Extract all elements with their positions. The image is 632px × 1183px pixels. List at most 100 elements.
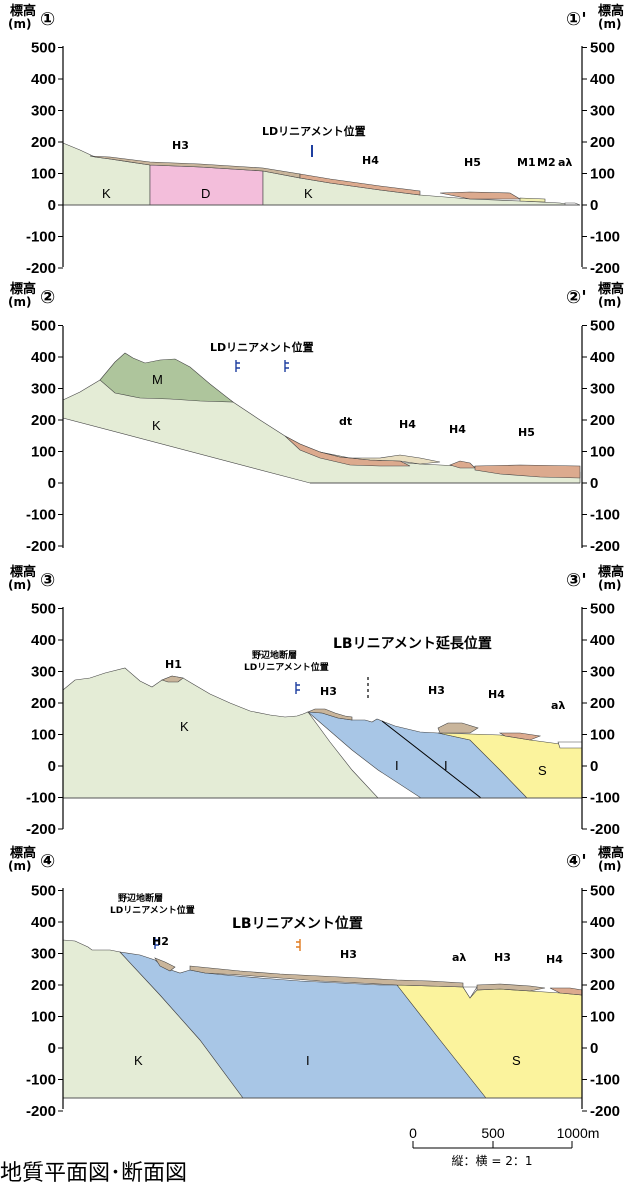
left-axis-tick-label: 300: [31, 664, 56, 681]
terrace-H4-deposit: [449, 460, 476, 469]
left-axis-tick-label: 500: [31, 318, 56, 335]
right-axis-title: 標高: [598, 845, 624, 861]
left-axis-tick-label: 400: [31, 71, 56, 88]
unit-I-label: I: [444, 758, 448, 773]
left-axis-tick-label: -200: [26, 821, 56, 838]
left-axis-tick-label: 400: [31, 349, 56, 366]
lineament-LB-marker: [296, 939, 301, 951]
label-H2: H2: [152, 935, 169, 948]
right-axis-tick-label: -100: [590, 229, 620, 246]
right-axis-tick-label: 100: [590, 727, 615, 744]
right-axis-tick-label: 300: [590, 946, 615, 963]
unit-M-polygon: [99, 352, 234, 403]
label-H4: H4: [546, 953, 563, 966]
unit-S-label: S: [512, 1053, 521, 1068]
right-axis-tick-label: -200: [590, 1103, 620, 1120]
label-al: aλ: [452, 951, 466, 964]
section-3-fault-label: 野辺地断層: [252, 649, 297, 661]
terrace-H5-deposit: [439, 191, 522, 200]
right-axis-tick-label: 0: [590, 475, 598, 492]
lineament-LD-marker: [235, 360, 289, 372]
section-end-label: ①': [566, 9, 587, 30]
left-axis-title: 標高: [10, 564, 36, 580]
label-H1: H1: [165, 658, 182, 671]
left-axis-title: 標高: [10, 845, 36, 861]
scale-tick-label: 1000m: [557, 1125, 600, 1141]
right-axis-tick-label: 400: [590, 71, 615, 88]
unit-M-label: M: [152, 372, 163, 387]
unit-K-polygon: [62, 667, 421, 799]
unit-K-label: K: [180, 719, 189, 734]
left-axis-tick-label: 300: [31, 381, 56, 398]
section-end-label: ③': [566, 570, 587, 591]
left-axis-tick-label: 100: [31, 1009, 56, 1026]
right-axis-tick-label: -200: [590, 821, 620, 838]
left-axis-unit: (m): [8, 859, 31, 873]
section-end-label: ④': [566, 851, 587, 872]
scale-ratio-label: 縦：横 = 2：1: [452, 1154, 533, 1168]
right-axis-tick-label: 0: [590, 758, 598, 775]
label-dt: dt: [339, 415, 352, 428]
terrace-M-deposit: [519, 197, 546, 203]
left-axis-tick-label: 0: [48, 1040, 56, 1057]
right-axis-tick-label: 500: [590, 40, 615, 57]
unit-I-label: I: [395, 758, 399, 773]
elevation-axes: 500 500 400 400 300 300 200 200 100 100 0 0 -100 -100…: [8, 3, 624, 1120]
section-2-lineament-label: LDリニアメント位置: [210, 340, 314, 354]
scale-bar: 0 500 1000m 縦：横 = 2：1: [409, 1125, 599, 1168]
lineament-LD-marker: [154, 937, 159, 949]
label-al: aλ: [551, 699, 565, 712]
unit-K-label: K: [134, 1053, 143, 1068]
left-axis-tick-label: 500: [31, 40, 56, 57]
alluvium-deposit: [557, 741, 583, 749]
label-H5: H5: [464, 156, 481, 169]
label-H3: H3: [494, 951, 511, 964]
alluvium-deposit: [462, 986, 478, 999]
right-axis-tick-label: 300: [590, 103, 615, 120]
label-M2: M2: [537, 156, 556, 169]
label-H4: H4: [399, 418, 416, 431]
right-axis-tick-label: 400: [590, 632, 615, 649]
label-H5: H5: [518, 426, 535, 439]
right-axis-title: 標高: [598, 281, 624, 297]
label-H3: H3: [340, 948, 357, 961]
section-4-lineament-label: LDリニアメント位置: [110, 904, 195, 916]
left-axis-tick-label: 200: [31, 412, 56, 429]
section-end-label: ②': [566, 287, 587, 308]
left-axis-tick-label: 200: [31, 977, 56, 994]
section-1-geology: [62, 142, 581, 206]
left-axis-tick-label: -200: [26, 538, 56, 555]
right-axis-unit: (m): [598, 295, 621, 309]
left-axis-tick-label: -100: [26, 790, 56, 807]
right-axis-tick-label: 500: [590, 601, 615, 618]
right-axis-tick-label: 200: [590, 412, 615, 429]
section-1: LDリニアメント位置 H3 H4 H5 M1 M2 aλ K D K: [62, 124, 581, 206]
left-axis-tick-label: 200: [31, 134, 56, 151]
left-axis-tick-label: -100: [26, 1072, 56, 1089]
section-1-lineament-label: LDリニアメント位置: [262, 124, 366, 138]
right-axis-tick-label: 500: [590, 883, 615, 900]
terrace-H4-deposit: [319, 451, 441, 465]
label-M1: M1: [517, 156, 536, 169]
right-axis-tick-label: -100: [590, 507, 620, 524]
left-axis-tick-label: 500: [31, 883, 56, 900]
left-axis-tick-label: 0: [48, 758, 56, 775]
right-axis-tick-label: -200: [590, 260, 620, 277]
label-al: aλ: [558, 156, 572, 169]
terrace-H1-deposit: [161, 675, 184, 683]
terrace-H4-deposit: [498, 732, 542, 741]
right-axis-tick-label: 200: [590, 695, 615, 712]
left-axis-tick-label: -100: [26, 507, 56, 524]
figure-caption: 地質平面図･断面図: [0, 1161, 187, 1183]
fault-line: [381, 720, 482, 799]
unit-K-label: K: [102, 186, 111, 201]
left-axis-unit: (m): [8, 17, 31, 31]
terrace-H3-deposit: [476, 983, 546, 992]
lineament-LD-marker: [295, 682, 300, 694]
terrace-H4-deposit: [299, 173, 421, 196]
left-axis-title: 標高: [10, 3, 36, 19]
left-axis-tick-label: -100: [26, 229, 56, 246]
left-axis-unit: (m): [8, 578, 31, 592]
right-axis-title: 標高: [598, 3, 624, 19]
